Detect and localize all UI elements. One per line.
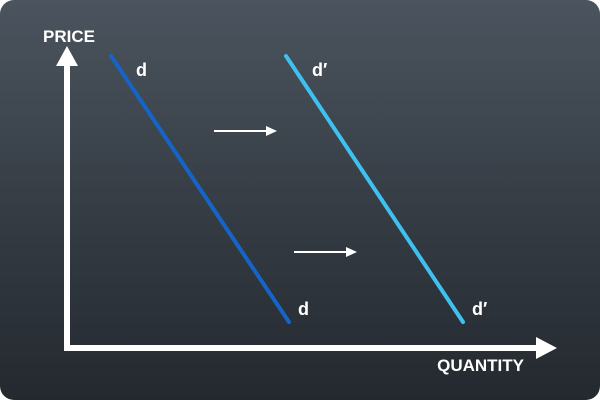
demand-curve-d: d d — [109, 54, 309, 324]
shift-arrow-upper — [214, 126, 277, 136]
shift-arrow-lower — [294, 247, 357, 257]
shift-arrow-lower-head — [346, 247, 357, 257]
y-axis-label: PRICE — [43, 27, 95, 46]
x-axis-label: QUANTITY — [437, 356, 525, 375]
demand-line-d — [109, 54, 291, 324]
x-axis-arrowhead — [536, 337, 557, 359]
shift-arrow-upper-head — [266, 126, 277, 136]
demand-label-d-prime-top: d′ — [312, 60, 327, 80]
demand-label-d-bottom: d — [298, 299, 309, 319]
demand-line-d-prime — [284, 54, 465, 324]
demand-curve-d-prime: d′ d′ — [284, 54, 487, 324]
demand-label-d-top: d — [136, 60, 147, 80]
demand-label-d-prime-bottom: d′ — [472, 299, 487, 319]
axes — [56, 46, 557, 359]
y-axis-arrowhead — [56, 46, 78, 66]
